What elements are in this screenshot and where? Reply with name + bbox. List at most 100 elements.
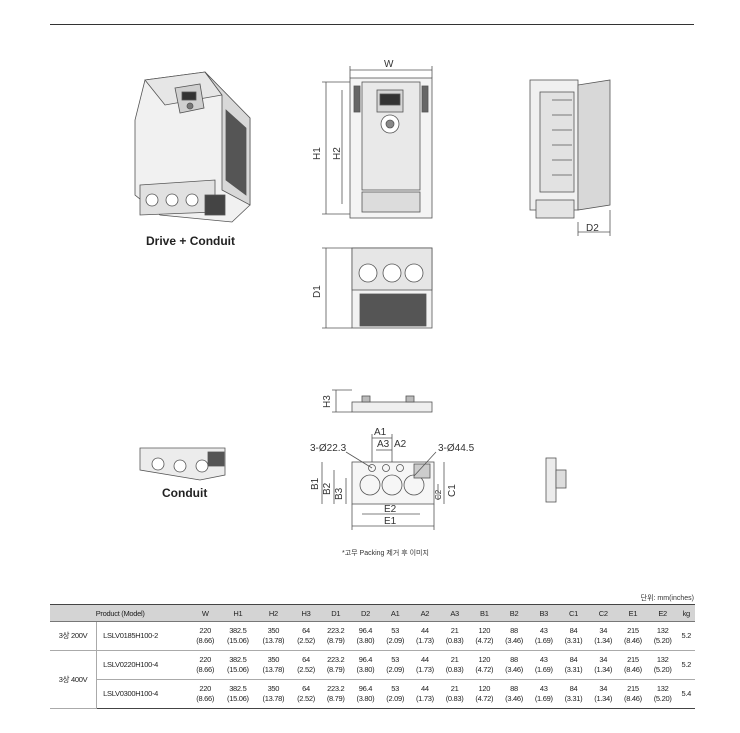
table-header-cell: D1 (320, 604, 351, 622)
value-inches: (2.09) (386, 636, 405, 645)
value-mm: 223.2 (327, 626, 345, 635)
value-inches: (4.72) (475, 665, 494, 674)
conduit-caption: Conduit (162, 486, 208, 500)
model-cell: LSLV0220H100-4 (96, 650, 191, 680)
dim-label-h3: H3 (322, 395, 333, 408)
dim-label-w: W (384, 59, 394, 70)
packing-note: *고무 Packing 제거 후 이미지 (342, 550, 429, 557)
value-inches: (8.79) (326, 665, 345, 674)
value-inches: (5.20) (653, 694, 672, 703)
dimension-cell: 132(5.20) (647, 621, 678, 651)
value-mm: 132 (656, 655, 669, 664)
value-mm: 120 (478, 626, 491, 635)
value-inches: (3.46) (505, 636, 523, 645)
table-header-cell: B2 (499, 604, 529, 622)
value-inches: (0.83) (445, 665, 464, 674)
value-mm: 350 (267, 684, 280, 693)
dim-label-d2: D2 (586, 223, 599, 234)
value-mm: 64 (302, 655, 310, 664)
value-mm: 220 (199, 626, 212, 635)
dimension-cell: 21(0.83) (439, 650, 470, 680)
dimension-cell: 220(8.66) (190, 679, 221, 709)
conduit-side-figure (545, 457, 567, 503)
dimension-cell: 44(1.73) (410, 650, 440, 680)
value-inches: (8.79) (326, 694, 345, 703)
table-header-cell: H3 (291, 604, 321, 622)
table-header-cell: A1 (380, 604, 411, 622)
value-mm: 21 (450, 684, 459, 693)
dimension-cell: 120(4.72) (469, 621, 500, 651)
dimension-cell: 64(2.52) (291, 621, 321, 651)
value-mm: 96.4 (358, 626, 373, 635)
model-cell: LSLV0185H100-2 (96, 621, 191, 651)
dimension-cell: 34(1.34) (588, 621, 619, 651)
value-inches: (3.31) (564, 636, 583, 645)
top-rule (50, 24, 694, 25)
value-mm: 44 (421, 684, 429, 693)
dimension-cell: 21(0.83) (439, 621, 470, 651)
table-header-cell: A3 (439, 604, 470, 622)
value-mm: 350 (267, 655, 280, 664)
value-inches: (1.34) (594, 636, 613, 645)
voltage-group-cell: 3상 400V (50, 650, 98, 709)
dimension-cell: 223.2(8.79) (320, 650, 351, 680)
dimension-cell: 21(0.83) (439, 679, 470, 709)
dimension-cell: 132(5.20) (647, 679, 678, 709)
side-view-figure (529, 79, 611, 236)
table-header-cell: W (190, 604, 221, 622)
value-mm: 223.2 (327, 655, 345, 664)
table-header-cell: Product (Model) (50, 604, 191, 622)
dimension-cell: 53(2.09) (380, 650, 411, 680)
value-mm: 88 (510, 626, 518, 635)
table-header-cell: E2 (647, 604, 678, 622)
value-mm: 88 (510, 655, 518, 664)
dimension-cell: 215(8.46) (618, 621, 648, 651)
value-mm: 53 (391, 684, 400, 693)
dimension-cell: 220(8.66) (190, 621, 221, 651)
model-cell: LSLV0300H100-4 (96, 679, 191, 709)
dim-label-e1: E1 (384, 516, 397, 527)
weight-cell: 5.4 (677, 679, 695, 709)
value-mm: 220 (199, 655, 212, 664)
value-mm: 84 (569, 626, 578, 635)
value-mm: 350 (267, 626, 280, 635)
table-header-cell: B1 (469, 604, 500, 622)
table-header-cell: kg (677, 604, 695, 622)
front-view-figure (322, 66, 433, 219)
value-mm: 382.5 (229, 655, 247, 664)
dim-label-a1: A1 (374, 427, 387, 438)
value-mm: 44 (421, 626, 429, 635)
value-inches: (1.34) (594, 665, 613, 674)
conduit-isometric-figure (139, 447, 226, 481)
conduit-plate-figure (332, 389, 433, 413)
conduit-front-figure (322, 247, 433, 329)
value-mm: 84 (569, 655, 578, 664)
value-mm: 64 (302, 626, 310, 635)
value-mm: 96.4 (358, 684, 373, 693)
value-inches: (4.72) (475, 694, 494, 703)
hole-large-label: 3-Ø44.5 (438, 443, 475, 454)
value-mm: 215 (627, 626, 639, 635)
dimension-cell: 96.4(3.80) (350, 650, 381, 680)
dim-label-b3: B3 (334, 487, 345, 500)
value-mm: 21 (450, 655, 459, 664)
value-inches: (1.73) (415, 694, 434, 703)
value-inches: (2.52) (297, 694, 315, 703)
value-mm: 96.4 (358, 655, 373, 664)
dim-label-c1: C1 (447, 484, 458, 497)
conduit-bottom-figure (321, 434, 445, 530)
dimension-cell: 44(1.73) (410, 621, 440, 651)
dimension-cell: 96.4(3.80) (350, 621, 381, 651)
dimension-cell: 120(4.72) (469, 679, 500, 709)
value-inches: (15.06) (227, 636, 249, 645)
value-inches: (2.09) (386, 694, 405, 703)
value-mm: 53 (391, 655, 400, 664)
dim-label-a2: A2 (394, 439, 407, 450)
dimension-cell: 53(2.09) (380, 621, 411, 651)
value-mm: 34 (599, 626, 608, 635)
value-inches: (1.69) (534, 694, 553, 703)
value-inches: (0.83) (445, 636, 464, 645)
value-mm: 64 (302, 684, 310, 693)
